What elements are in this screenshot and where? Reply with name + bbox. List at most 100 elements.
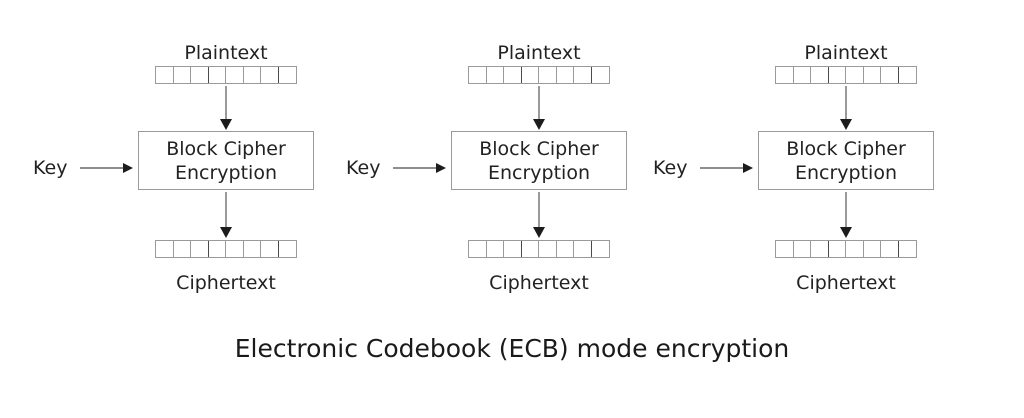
arrow-head bbox=[840, 227, 852, 238]
key-input-group-1: Key bbox=[33, 150, 134, 186]
arrow-shaft bbox=[845, 192, 847, 228]
arrow-head bbox=[436, 163, 447, 173]
arrow-shaft bbox=[80, 167, 125, 169]
arrow-head bbox=[533, 119, 545, 130]
cipher-box-line-2: Encryption bbox=[794, 161, 897, 184]
block-cell bbox=[174, 241, 191, 257]
block-cell bbox=[811, 241, 829, 257]
block-cell bbox=[191, 67, 209, 83]
block-cell bbox=[522, 241, 539, 257]
block-cell bbox=[829, 241, 846, 257]
block-cell bbox=[776, 67, 794, 83]
diagram-caption: Electronic Codebook (ECB) mode encryptio… bbox=[234, 334, 790, 363]
block-cell bbox=[487, 241, 504, 257]
block-cell bbox=[776, 241, 794, 257]
encryption-stage-2: Plaintext Key Block Cipher Encryption bbox=[346, 0, 627, 300]
block-cell bbox=[592, 241, 610, 257]
block-cell bbox=[487, 67, 504, 83]
block-cell bbox=[469, 67, 487, 83]
block-cell bbox=[592, 67, 610, 83]
block-cell bbox=[864, 67, 881, 83]
block-cell bbox=[794, 241, 811, 257]
block-cell bbox=[209, 67, 226, 83]
ciphertext-block-grid bbox=[155, 240, 297, 258]
cipher-to-ciphertext-arrow-icon bbox=[219, 192, 233, 238]
block-cell bbox=[279, 67, 297, 83]
block-cell bbox=[846, 67, 864, 83]
ciphertext-label: Ciphertext bbox=[489, 272, 589, 294]
plaintext-block-grid bbox=[468, 66, 610, 84]
arrow-head bbox=[123, 163, 134, 173]
block-cell bbox=[504, 241, 522, 257]
arrow-shaft bbox=[393, 167, 438, 169]
cipher-box-line-2: Encryption bbox=[174, 161, 277, 184]
arrow-shaft bbox=[845, 86, 847, 120]
block-cell bbox=[864, 241, 881, 257]
arrow-shaft bbox=[538, 192, 540, 228]
ciphertext-label: Ciphertext bbox=[796, 272, 896, 294]
block-cell bbox=[156, 241, 174, 257]
plaintext-label: Plaintext bbox=[497, 42, 581, 64]
cipher-box-line-1: Block Cipher bbox=[479, 137, 599, 160]
block-cell bbox=[191, 241, 209, 257]
ciphertext-block-grid bbox=[468, 240, 610, 258]
plaintext-to-cipher-arrow-icon bbox=[839, 86, 853, 130]
block-cell bbox=[574, 67, 592, 83]
block-cell bbox=[539, 241, 557, 257]
cipher-box-line-1: Block Cipher bbox=[786, 137, 906, 160]
block-cell bbox=[504, 67, 522, 83]
block-cipher-encryption-box: Block Cipher Encryption bbox=[138, 131, 314, 190]
arrow-shaft bbox=[700, 167, 745, 169]
encryption-stage-1: Plaintext Key Block Cipher Encryption bbox=[33, 0, 314, 300]
key-label: Key bbox=[653, 157, 688, 179]
plaintext-block-grid bbox=[775, 66, 917, 84]
block-cell bbox=[469, 241, 487, 257]
block-cell bbox=[244, 67, 261, 83]
ciphertext-label: Ciphertext bbox=[176, 272, 276, 294]
key-arrow-icon bbox=[393, 162, 447, 174]
key-label: Key bbox=[346, 157, 381, 179]
block-cell bbox=[881, 67, 899, 83]
block-cell bbox=[794, 67, 811, 83]
ciphertext-block-grid bbox=[775, 240, 917, 258]
arrow-shaft bbox=[538, 86, 540, 120]
block-cell bbox=[226, 241, 244, 257]
arrow-head bbox=[533, 227, 545, 238]
key-arrow-icon bbox=[80, 162, 134, 174]
arrow-head bbox=[743, 163, 754, 173]
block-cell bbox=[279, 241, 297, 257]
arrow-head bbox=[220, 119, 232, 130]
plaintext-label: Plaintext bbox=[804, 42, 888, 64]
block-cell bbox=[557, 67, 574, 83]
key-arrow-icon bbox=[700, 162, 754, 174]
arrow-shaft bbox=[225, 192, 227, 228]
block-cell bbox=[244, 241, 261, 257]
arrow-shaft bbox=[225, 86, 227, 120]
block-cell bbox=[574, 241, 592, 257]
block-cell bbox=[881, 241, 899, 257]
plaintext-label: Plaintext bbox=[184, 42, 268, 64]
block-cell bbox=[156, 67, 174, 83]
cipher-box-line-1: Block Cipher bbox=[166, 137, 286, 160]
arrow-head bbox=[840, 119, 852, 130]
cipher-to-ciphertext-arrow-icon bbox=[532, 192, 546, 238]
block-cipher-encryption-box: Block Cipher Encryption bbox=[451, 131, 627, 190]
plaintext-to-cipher-arrow-icon bbox=[532, 86, 546, 130]
key-label: Key bbox=[33, 157, 68, 179]
block-cell bbox=[899, 241, 917, 257]
block-cell bbox=[811, 67, 829, 83]
block-cell bbox=[522, 67, 539, 83]
plaintext-to-cipher-arrow-icon bbox=[219, 86, 233, 130]
block-cell bbox=[174, 67, 191, 83]
block-cell bbox=[899, 67, 917, 83]
cipher-box-line-2: Encryption bbox=[487, 161, 590, 184]
block-cell bbox=[557, 241, 574, 257]
block-cell bbox=[539, 67, 557, 83]
cipher-to-ciphertext-arrow-icon bbox=[839, 192, 853, 238]
block-cell bbox=[261, 67, 279, 83]
encryption-stage-3: Plaintext Key Block Cipher Encryption bbox=[653, 0, 934, 300]
block-cell bbox=[226, 67, 244, 83]
key-input-group-3: Key bbox=[653, 150, 754, 186]
plaintext-block-grid bbox=[155, 66, 297, 84]
